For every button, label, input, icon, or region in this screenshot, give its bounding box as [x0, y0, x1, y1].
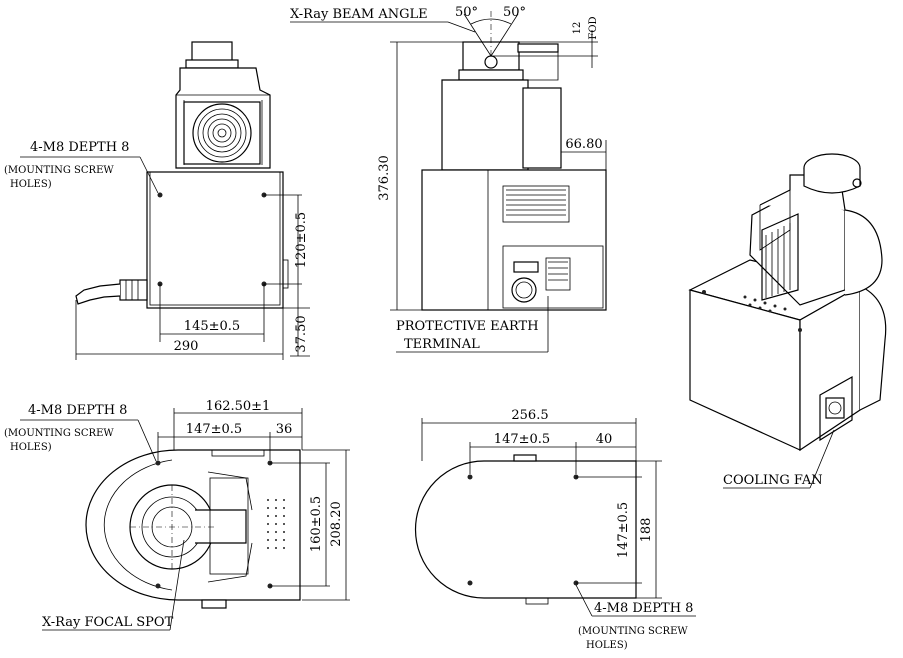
fod-value-label: 12 [572, 22, 583, 35]
fod-label: FOD [588, 16, 599, 39]
dim-256-label: 256.5 [511, 408, 548, 423]
protective-earth-label-1: PROTECTIVE EARTH [396, 319, 539, 334]
angle-right-label: 50° [503, 5, 526, 20]
front-view: 120±0.5 37.50 145±0.5 290 4-M8 DEPTH 8 (… [4, 41, 310, 360]
dim-147-left-label: 147±0.5 [186, 422, 242, 437]
dim-208-label: 208.20 [329, 501, 344, 547]
dim-188-label: 188 [639, 518, 654, 543]
mount-holes-note1-br: (MOUNTING SCREW [578, 626, 688, 637]
mount-holes-note1-bl: (MOUNTING SCREW [4, 428, 114, 439]
tube-head-top-icon [129, 471, 253, 583]
mount-holes-label-br: 4-M8 DEPTH 8 [594, 601, 693, 616]
mount-holes-label-top: 4-M8 DEPTH 8 [30, 140, 129, 155]
dim-376-label: 376.30 [377, 155, 392, 201]
cooling-fan-icon [819, 375, 853, 442]
dim-36-label: 36 [276, 422, 293, 437]
dim-162-label: 162.50±1 [206, 399, 271, 414]
mount-holes-note2-bl: HOLES) [10, 442, 52, 453]
dim-145-label: 145±0.5 [184, 319, 240, 334]
mount-holes-note2-br: HOLES) [586, 640, 628, 651]
isometric-view: COOLING FAN [688, 153, 887, 489]
mount-holes-note2-top: HOLES) [10, 179, 52, 190]
cable-connector-icon [75, 279, 148, 305]
cooling-fan-label: COOLING FAN [723, 473, 823, 488]
focal-spot-label: X-Ray FOCAL SPOT [42, 615, 174, 630]
beam-angle-label: X-Ray BEAM ANGLE [290, 7, 428, 22]
bottom-view-right: 256.5 147±0.5 40 147±0.5 188 4-M8 DEPTH … [414, 408, 696, 651]
vent-holes-grid [267, 499, 285, 549]
protective-earth-label-2: TERMINAL [404, 337, 480, 352]
dim-160-label: 160±0.5 [309, 496, 324, 552]
dim-66-label: 66.80 [565, 137, 602, 152]
dim-147-right-label: 147±0.5 [494, 432, 550, 447]
angle-left-label: 50° [455, 5, 478, 20]
mount-holes-label-bl: 4-M8 DEPTH 8 [28, 403, 127, 418]
mount-holes-note1-top: (MOUNTING SCREW [4, 165, 114, 176]
top-view-left: 162.50±1 147±0.5 36 160±0.5 208.20 4-M8 … [4, 399, 350, 631]
side-view: 50° 50° X-Ray BEAM ANGLE 12 FOD [290, 5, 607, 353]
dim-120-label: 120±0.5 [294, 212, 309, 268]
dim-40-label: 40 [596, 432, 613, 447]
dim-290-label: 290 [174, 339, 199, 354]
dim-37-label: 37.50 [294, 315, 309, 352]
vent-icon [506, 189, 566, 216]
connector-panel-icon [511, 257, 571, 303]
fan-grill-icon [183, 101, 261, 165]
iso-fan-icon [761, 213, 799, 301]
dim-147-vertical-label: 147±0.5 [616, 502, 631, 558]
